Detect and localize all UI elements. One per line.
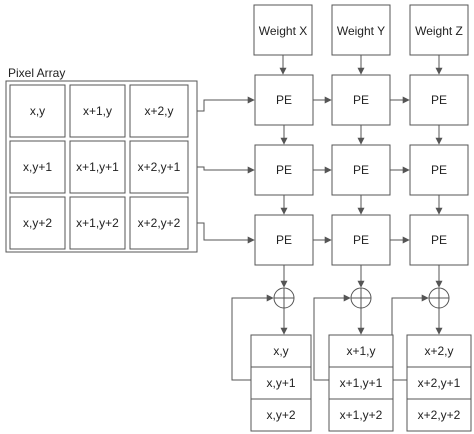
pixel-cell [9, 196, 66, 250]
pe-box [409, 144, 469, 196]
pe-label: PE [431, 233, 447, 247]
pe-label: PE [353, 93, 369, 107]
pixel-row-2-arrow [197, 222, 255, 244]
pixel-cell [129, 140, 189, 194]
weight-y-box [331, 4, 391, 56]
output-stack-0: x,y x,y+1 x,y+2 [250, 334, 312, 432]
pixel-array-row-0: x,y x+1,y x+2,y [9, 84, 189, 138]
output-cell-label: x,y+2 [266, 408, 295, 422]
pixel-cell [69, 84, 126, 138]
circle-plus-icon [273, 287, 295, 309]
pixel-array-row-2: x,y+2 x+1,y+2 x+2,y+2 [9, 196, 189, 250]
pixel-array-row-1: x,y+1 x+1,y+1 x+2,y+1 [9, 140, 189, 194]
pe-box [254, 144, 314, 196]
pe-label: PE [353, 233, 369, 247]
pe-row-1: PE PE PE [254, 144, 469, 196]
pe-row-2: PE PE PE [254, 214, 469, 266]
pe-label: PE [276, 93, 292, 107]
pe-label: PE [276, 233, 292, 247]
pixel-cell-label: x+1,y+2 [76, 216, 119, 230]
pixel-cell-label: x,y [30, 104, 45, 118]
output-cell-label: x+2,y+1 [418, 376, 461, 390]
weight-x-label: Weight X [259, 24, 307, 38]
pe-box [409, 214, 469, 266]
pixel-cell [69, 196, 126, 250]
circle-plus-icon [428, 287, 450, 309]
pixel-cell [9, 140, 66, 194]
pe-row-0: PE PE PE [254, 74, 469, 126]
output-cell [250, 398, 312, 432]
output-cell [406, 398, 472, 432]
weight-x-box [253, 4, 313, 56]
pe-box [331, 214, 391, 266]
pixel-cell [129, 196, 189, 250]
pixel-cell [9, 84, 66, 138]
pixel-array-title: Pixel Array [8, 66, 65, 80]
pe-box [331, 74, 391, 126]
output-cell [328, 366, 394, 400]
output-cell-label: x+2,y+2 [418, 408, 461, 422]
pe-box [254, 74, 314, 126]
pe-label: PE [353, 163, 369, 177]
output-cell-label: x,y+1 [266, 376, 295, 390]
output-cell [328, 398, 394, 432]
pixel-row-1-arrow [197, 166, 255, 174]
output-cell-label: x,y [273, 344, 288, 358]
pixel-cell-label: x+1,y+1 [76, 160, 119, 174]
output-cell-label: x+1,y [346, 344, 375, 358]
pixel-cell-label: x+1,y [83, 104, 112, 118]
pe-label: PE [431, 93, 447, 107]
output-cell-label: x+1,y+2 [340, 408, 383, 422]
circle-plus-icon [350, 287, 372, 309]
output-cell [406, 366, 472, 400]
pixel-cell-label: x,y+2 [23, 216, 52, 230]
feedback-loop-1 [313, 294, 351, 381]
weight-z-label: Weight Z [415, 24, 463, 38]
pixel-row-0-arrow [197, 96, 255, 112]
output-stack-2: x+2,y x+2,y+1 x+2,y+2 [406, 334, 472, 432]
output-cell-label: x+2,y [424, 344, 453, 358]
pixel-cell [69, 140, 126, 194]
pe-label: PE [431, 163, 447, 177]
weight-y-label: Weight Y [337, 24, 385, 38]
pixel-cell-label: x+2,y+1 [138, 160, 181, 174]
output-cell [250, 366, 312, 400]
output-cell-label: x+1,y+1 [340, 376, 383, 390]
pe-label: PE [276, 163, 292, 177]
pixel-cell-label: x,y+1 [23, 160, 52, 174]
feedback-loop-0 [231, 294, 274, 381]
pe-box [331, 144, 391, 196]
pixel-cell-label: x+2,y+2 [138, 216, 181, 230]
pixel-cell [129, 84, 189, 138]
pixel-cell-label: x+2,y [144, 104, 173, 118]
output-stack-1: x+1,y x+1,y+1 x+1,y+2 [328, 334, 394, 432]
pe-box [409, 74, 469, 126]
